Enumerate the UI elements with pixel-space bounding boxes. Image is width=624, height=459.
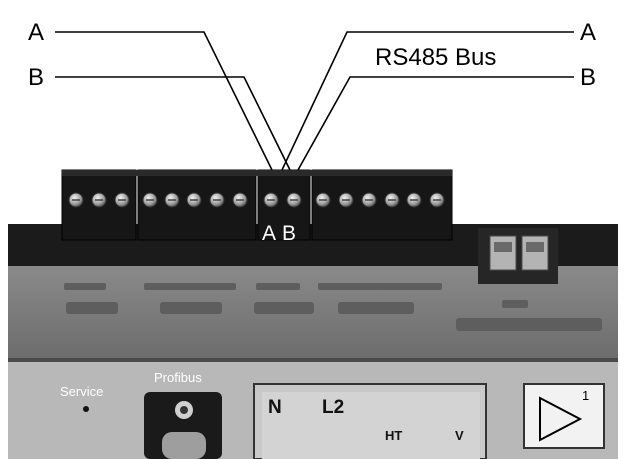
- page-button-number: 1: [582, 388, 589, 403]
- service-led: [83, 406, 89, 412]
- wire-left-b: [55, 76, 291, 171]
- display-n: N: [268, 397, 282, 418]
- label-left-a: A: [28, 19, 44, 46]
- label-left-b: B: [28, 64, 44, 91]
- display-l2: L2: [322, 397, 344, 418]
- terminal-label-b: B: [282, 222, 296, 245]
- page-button[interactable]: [523, 383, 605, 449]
- display-v: V: [455, 428, 464, 443]
- bus-wires: [55, 31, 574, 171]
- profibus-label: Profibus: [154, 370, 202, 385]
- play-triangle-icon: [539, 396, 583, 442]
- wire-right-b: [297, 76, 574, 171]
- profibus-connector: [144, 392, 222, 459]
- display-ht: HT: [385, 428, 402, 443]
- wire-left-a: [55, 31, 273, 171]
- wire-right-a: [281, 31, 574, 171]
- power-supply-connector: [478, 228, 558, 284]
- label-right-b: B: [580, 64, 596, 91]
- label-right-a: A: [580, 19, 596, 46]
- bus-title: RS485 Bus: [375, 44, 496, 71]
- embossed-labels: [64, 283, 602, 331]
- terminal-screws: [68, 192, 445, 208]
- terminal-label-a: A: [262, 222, 276, 245]
- terminal-block-4: [311, 169, 453, 241]
- service-label: Service: [60, 384, 103, 399]
